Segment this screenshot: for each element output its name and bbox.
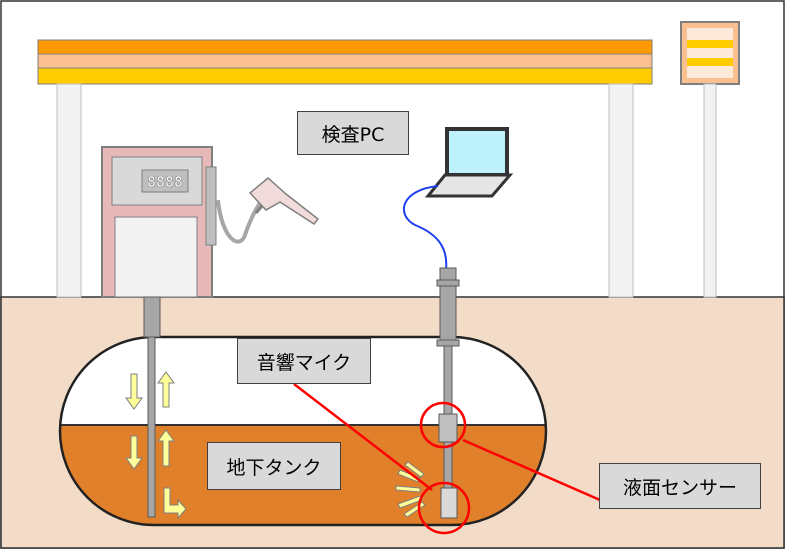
dispenser-pipe (143, 296, 161, 518)
flow-arrow-icon (125, 371, 187, 520)
fuel-nozzle-icon (248, 177, 320, 225)
inspection-pc-label: 検査PC (297, 111, 409, 155)
level-sensor-label: 液面センサー (599, 463, 761, 509)
sensor-callout-circle (419, 401, 467, 449)
mic-leader-line (293, 383, 433, 491)
laptop-icon (424, 127, 514, 198)
sensor-pipe (436, 267, 460, 519)
fuel-dispenser: 8888 (101, 146, 264, 298)
signboard (680, 21, 740, 298)
acoustic-mic-label: 音響マイク (237, 338, 371, 384)
sensor-leader-line (462, 438, 601, 502)
canopy-pillar-left (56, 83, 82, 298)
pc-cable (402, 185, 448, 271)
underground-tank (58, 335, 548, 527)
canopy (37, 39, 653, 85)
underground-tank-label: 地下タンク (207, 442, 341, 490)
dispenser-display: 8888 (147, 173, 183, 191)
canopy-pillar-right (608, 83, 634, 298)
mic-callout-circle (417, 481, 471, 535)
